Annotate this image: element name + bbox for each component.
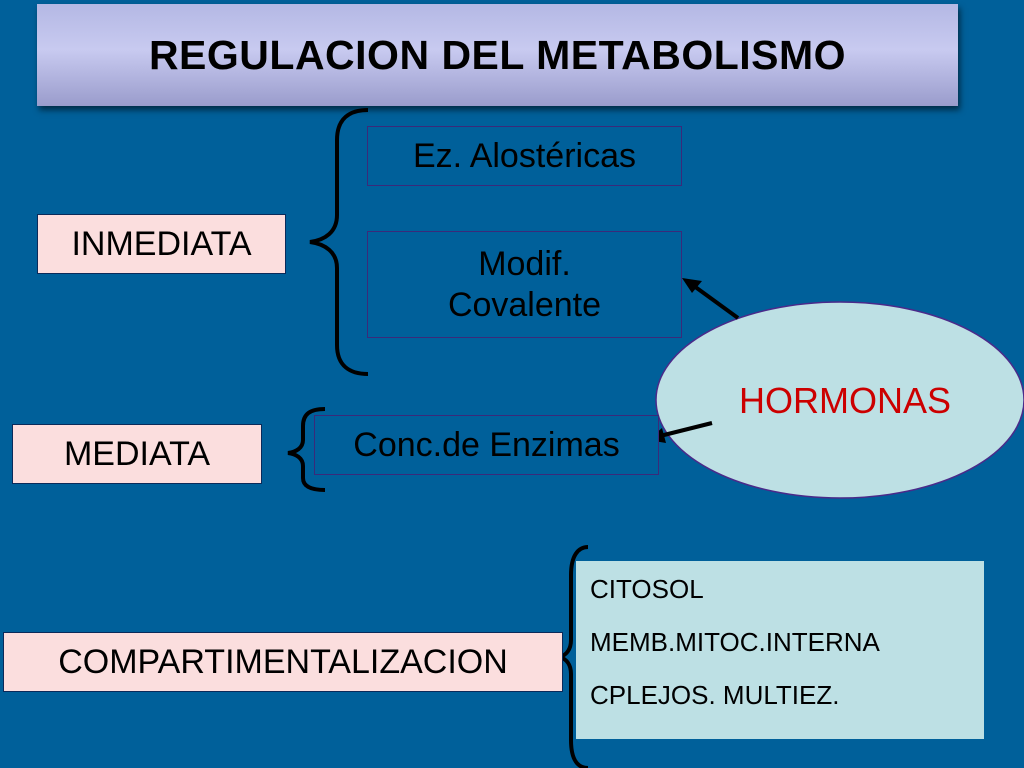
inmediata-brace [309, 108, 369, 376]
inmediata-box: INMEDIATA [37, 214, 286, 274]
mediata-box: MEDIATA [12, 424, 262, 484]
inmediata-label: INMEDIATA [71, 224, 252, 263]
compartimento-citosol: CITOSOL [590, 574, 704, 604]
hormonas-label: HORMONAS [738, 380, 951, 421]
arrow-head-modif [682, 278, 702, 293]
arrow-to-conc [659, 421, 713, 438]
compartimento-cplejos: CPLEJOS. MULTIEZ. [590, 680, 840, 710]
hormonas-ellipse [655, 301, 1024, 499]
mediata-brace [287, 407, 326, 492]
compartimentalizacion-label: COMPARTIMENTALIZACION [58, 642, 508, 681]
modif-covalente-box: Modif. Covalente [367, 231, 682, 338]
arrow-to-modif [692, 284, 740, 320]
mediata-label: MEDIATA [63, 434, 211, 473]
alostericas-label: Ez. Alostéricas [413, 136, 636, 175]
conc-enzimas-box: Conc.de Enzimas [314, 415, 659, 475]
page-title: REGULACION DEL METABOLISMO [148, 31, 847, 78]
modif-label-line2: Covalente [447, 285, 602, 324]
compartimentalizacion-box: COMPARTIMENTALIZACION [3, 632, 563, 692]
title-bar: REGULACION DEL METABOLISMO [37, 4, 958, 106]
compartimento-memb-mitoc: MEMB.MITOC.INTERNA [590, 627, 880, 657]
conc-enzimas-label: Conc.de Enzimas [353, 425, 620, 464]
compartimentos-box: CITOSOL MEMB.MITOC.INTERNA CPLEJOS. MULT… [576, 561, 984, 739]
modif-label-line1: Modif. [478, 244, 571, 283]
alostericas-box: Ez. Alostéricas [367, 126, 682, 186]
